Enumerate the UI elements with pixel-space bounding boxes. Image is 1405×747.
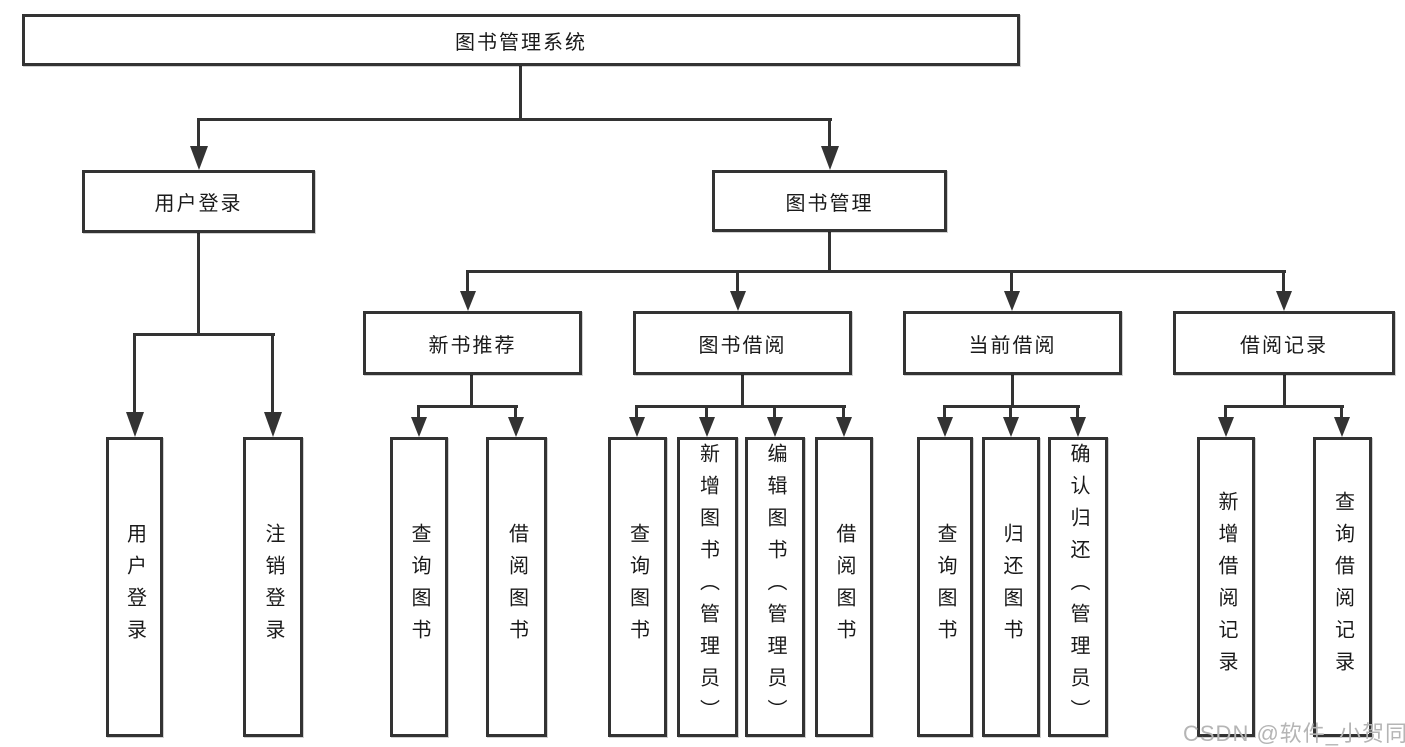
arrow-down-icon — [508, 417, 524, 437]
node-label: 查询图书 — [626, 523, 649, 651]
node-label: 新增借阅记录 — [1215, 491, 1237, 683]
arrow-down-icon — [1070, 417, 1086, 437]
connector-line — [1282, 270, 1285, 293]
node-leaf-borrow-books-2: 借阅图书 — [815, 437, 873, 737]
connector-line — [1011, 375, 1014, 408]
node-label: 用户登录 — [154, 193, 243, 215]
arrow-down-icon — [836, 417, 852, 437]
watermark: CSDN @软件_小贺同学 — [1183, 721, 1405, 746]
connector-line — [1224, 405, 1227, 419]
node-label: 查询图书 — [934, 523, 956, 651]
node-leaf-edit-books-admin: 编辑图书（管理员） — [745, 437, 805, 737]
connector-line — [1340, 405, 1343, 419]
node-label: 归还图书 — [1000, 523, 1022, 651]
arrow-down-icon — [821, 146, 839, 170]
arrow-down-icon — [1004, 291, 1020, 311]
node-leaf-query-books-3: 查询图书 — [917, 437, 973, 737]
connector-line — [828, 118, 831, 147]
connector-line — [133, 333, 275, 336]
connector-line — [773, 405, 776, 419]
node-label: 借阅记录 — [1240, 334, 1328, 357]
node-label: 查询图书 — [408, 523, 430, 651]
connector-line — [197, 118, 200, 147]
arrow-down-icon — [264, 412, 282, 437]
node-current-borrowing: 当前借阅 — [903, 311, 1122, 375]
connector-line — [1009, 405, 1012, 419]
arrow-down-icon — [126, 412, 144, 437]
node-label: 确认归还（管理员） — [1067, 443, 1089, 731]
node-label: 新增图书（管理员） — [696, 443, 719, 731]
node-label: 当前借阅 — [968, 334, 1057, 357]
node-leaf-borrow-books-1: 借阅图书 — [486, 437, 547, 737]
node-label: 查询借阅记录 — [1331, 491, 1354, 683]
node-label: 注销登录 — [262, 523, 284, 651]
node-book-management: 图书管理 — [712, 170, 947, 232]
connector-line — [1224, 405, 1344, 408]
node-leaf-query-books-1: 查询图书 — [390, 437, 448, 737]
connector-line — [736, 270, 739, 293]
connector-line — [741, 375, 744, 408]
connector-line — [466, 270, 1286, 273]
node-leaf-add-borrow-record: 新增借阅记录 — [1197, 437, 1255, 737]
connector-line — [514, 405, 517, 419]
node-leaf-query-books-2: 查询图书 — [608, 437, 667, 737]
connector-line — [842, 405, 845, 419]
node-label: 编辑图书（管理员） — [764, 443, 786, 731]
node-label: 借阅图书 — [833, 523, 855, 651]
connector-line — [635, 405, 638, 419]
connector-line — [466, 270, 469, 293]
arrow-down-icon — [767, 417, 783, 437]
connector-line — [417, 405, 518, 408]
connector-line — [1010, 270, 1013, 293]
node-book-borrowing: 图书借阅 — [633, 311, 852, 375]
connector-line — [1283, 375, 1286, 408]
arrow-down-icon — [1334, 417, 1350, 437]
node-borrowing-records: 借阅记录 — [1173, 311, 1395, 375]
connector-line — [705, 405, 708, 419]
node-label: 图书管理系统 — [455, 31, 587, 54]
node-leaf-add-books-admin: 新增图书（管理员） — [677, 437, 738, 737]
arrow-down-icon — [937, 417, 953, 437]
node-label: 用户登录 — [123, 523, 146, 651]
connector-line — [636, 405, 846, 408]
node-user-login: 用户登录 — [82, 170, 315, 233]
node-leaf-user-login: 用户登录 — [106, 437, 163, 737]
node-leaf-logout: 注销登录 — [243, 437, 303, 737]
arrow-down-icon — [460, 291, 476, 311]
node-label: 新书推荐 — [428, 334, 517, 357]
arrow-down-icon — [699, 417, 715, 437]
arrow-down-icon — [190, 146, 208, 170]
connector-line — [1076, 405, 1079, 419]
arrow-down-icon — [1276, 291, 1292, 311]
node-label: 借阅图书 — [505, 523, 528, 651]
connector-line — [197, 118, 832, 121]
connector-line — [470, 375, 473, 408]
connector-line — [943, 405, 1080, 408]
node-library-system: 图书管理系统 — [22, 14, 1020, 66]
connector-line — [519, 66, 522, 120]
node-new-book-recommend: 新书推荐 — [363, 311, 582, 375]
connector-line — [943, 405, 946, 419]
node-leaf-return-books: 归还图书 — [982, 437, 1040, 737]
arrow-down-icon — [1218, 417, 1234, 437]
arrow-down-icon — [1003, 417, 1019, 437]
node-label: 图书借阅 — [698, 334, 787, 357]
arrow-down-icon — [629, 417, 645, 437]
connector-line — [271, 333, 274, 414]
connector-line — [417, 405, 420, 419]
connector-line — [197, 233, 200, 336]
connector-line — [828, 232, 831, 273]
node-leaf-query-borrow-record: 查询借阅记录 — [1313, 437, 1372, 737]
arrow-down-icon — [730, 291, 746, 311]
node-label: 图书管理 — [785, 192, 874, 215]
node-leaf-confirm-return-admin: 确认归还（管理员） — [1048, 437, 1108, 737]
connector-line — [133, 333, 136, 414]
arrow-down-icon — [411, 417, 427, 437]
